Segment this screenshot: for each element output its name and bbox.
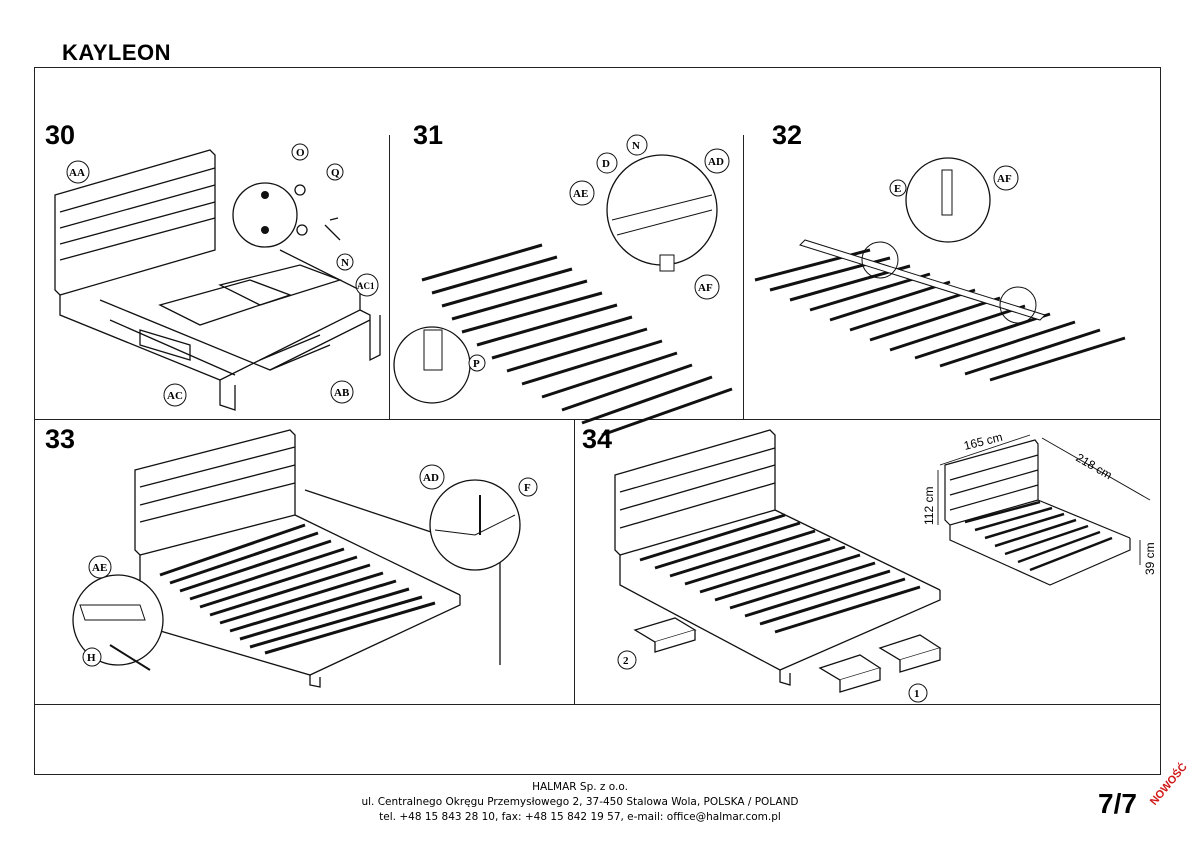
step-number-30: 30: [45, 120, 76, 150]
step-number-34: 34: [582, 424, 613, 454]
label-2: 2: [623, 655, 629, 667]
label-p: P: [473, 358, 480, 370]
footer: HALMAR Sp. z o.o. ul. Centralnego Okręgu…: [300, 780, 860, 825]
step-30-illustration: AA O Q N AC1 AC AB: [54, 143, 381, 411]
label-ac: AC: [167, 390, 183, 402]
label-d: D: [602, 158, 610, 170]
label-1: 1: [914, 688, 920, 700]
label-h: H: [87, 652, 96, 664]
divider: [389, 135, 390, 419]
step-number-32: 32: [772, 120, 803, 150]
label-ab: AB: [334, 387, 350, 399]
label-af: AF: [698, 282, 713, 294]
label-ac1: AC1: [357, 281, 375, 291]
label-aa: AA: [69, 167, 85, 179]
label-e: E: [894, 183, 901, 195]
step-number-33: 33: [45, 424, 76, 454]
divider: [35, 704, 574, 705]
divider: [574, 704, 1160, 705]
footer-company: HALMAR Sp. z o.o.: [532, 781, 628, 793]
divider: [35, 419, 1160, 420]
divider: [743, 135, 744, 419]
label-f: F: [524, 482, 531, 494]
label-af: AF: [997, 173, 1012, 185]
dimension-base: 39 cm: [1143, 542, 1157, 575]
dimension-length: 218 cm: [1074, 450, 1115, 482]
label-ae: AE: [573, 188, 588, 200]
step-32-illustration: E AF: [754, 157, 1126, 382]
step-31-illustration: N D AD AE AF P: [393, 134, 733, 437]
label-q: Q: [331, 167, 340, 179]
divider: [574, 419, 575, 704]
step-33-illustration: AD F AE H: [72, 429, 538, 688]
label-n: N: [632, 140, 640, 152]
label-ad: AD: [423, 472, 439, 484]
label-n: N: [341, 257, 349, 269]
footer-contact: tel. +48 15 843 28 10, fax: +48 15 842 1…: [379, 811, 781, 823]
label-ad: AD: [708, 156, 724, 168]
step-34-illustration: 2 1: [614, 429, 942, 703]
dimension-illustration: 165 cm 218 cm 112 cm 39 cm: [922, 430, 1157, 586]
dimension-width: 165 cm: [962, 430, 1004, 453]
footer-address: ul. Centralnego Okręgu Przemysłowego 2, …: [361, 796, 799, 808]
step-number-31: 31: [413, 120, 444, 150]
label-ae: AE: [92, 562, 107, 574]
instruction-frame: [34, 67, 1161, 775]
dimension-height: 112 cm: [922, 487, 936, 525]
page-number: 7/7: [1098, 788, 1137, 819]
document-title: KAYLEON: [62, 40, 172, 65]
label-o: O: [296, 147, 305, 159]
